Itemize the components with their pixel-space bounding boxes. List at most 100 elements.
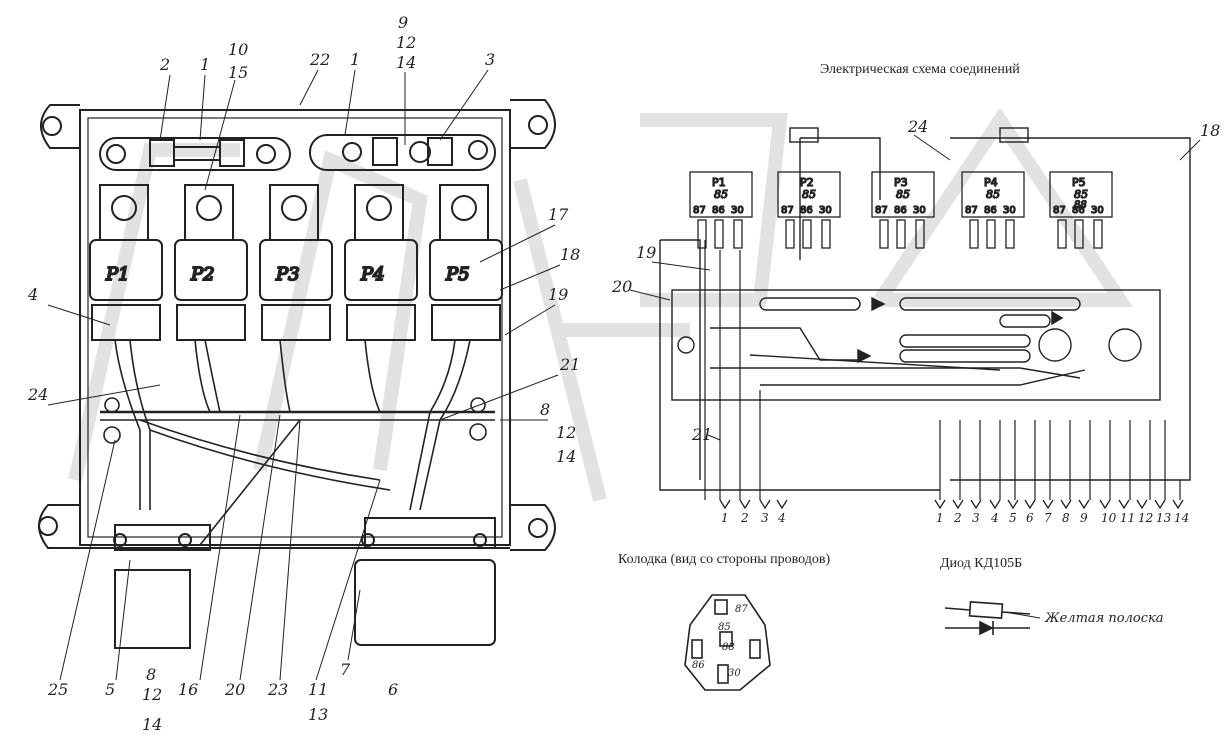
fuse-block-left bbox=[99, 137, 291, 171]
connector-pin-view bbox=[684, 594, 771, 691]
terminal-label-right: 14 bbox=[1174, 511, 1189, 525]
pin-85: 85 bbox=[1074, 188, 1088, 201]
callout-bottom: 16 bbox=[178, 680, 198, 699]
pin-87: 87 bbox=[965, 205, 978, 216]
callout-bottom: 6 bbox=[388, 680, 398, 699]
pin-85: 85 bbox=[896, 188, 910, 201]
callout-schematic: 19 bbox=[636, 243, 656, 262]
terminal-arrow bbox=[1042, 499, 1054, 510]
connector-pin-30: 30 bbox=[728, 668, 741, 679]
schematic-relay-name: P3 bbox=[894, 176, 908, 189]
relay-p3: P3 bbox=[259, 184, 333, 341]
terminal-arrow bbox=[1099, 499, 1111, 510]
diode-icon bbox=[944, 601, 1041, 636]
terminal-label-left: 4 bbox=[777, 511, 786, 525]
pin-87: 87 bbox=[693, 205, 706, 216]
pin-87: 87 bbox=[781, 205, 794, 216]
terminal-arrow bbox=[1172, 499, 1184, 510]
schematic-relay-name: P5 bbox=[1072, 176, 1086, 189]
callout-top: 3 bbox=[485, 50, 495, 69]
callout-top: 1 bbox=[200, 55, 210, 74]
terminal-arrow bbox=[1078, 499, 1090, 510]
callout-top: 10 bbox=[228, 40, 248, 59]
pin-85: 85 bbox=[802, 188, 816, 201]
connector-pin-88: 88 bbox=[722, 642, 735, 653]
callout-left: 24 bbox=[27, 385, 48, 404]
pin-86: 86 bbox=[712, 205, 725, 216]
schematic-relay-name: P1 bbox=[712, 176, 726, 189]
terminal-label-left: 2 bbox=[740, 511, 749, 525]
terminal-arrow bbox=[759, 499, 771, 510]
callout-schematic: 21 bbox=[691, 425, 712, 444]
terminal-arrow bbox=[989, 499, 1001, 510]
connector-caption: Колодка (вид со стороны проводов) bbox=[618, 552, 831, 567]
pin-30: 30 bbox=[1003, 205, 1016, 216]
terminal-label-right: 6 bbox=[1026, 511, 1034, 525]
pin-87: 87 bbox=[875, 205, 888, 216]
terminal-label-right: 13 bbox=[1156, 511, 1172, 525]
callout-top: 2 bbox=[159, 55, 170, 74]
terminal-label-right: 3 bbox=[972, 511, 980, 525]
connector-pin-85: 85 bbox=[718, 622, 731, 633]
pin-88: 88 bbox=[1074, 200, 1087, 211]
pin-85: 85 bbox=[986, 188, 1000, 201]
terminal-label-right: 2 bbox=[953, 511, 962, 525]
relays-left: P1 P2 P3 P4 P5 bbox=[89, 184, 503, 341]
callout-schematic: 24 bbox=[907, 117, 928, 136]
connector-pin-86: 86 bbox=[692, 660, 705, 671]
terminal-arrow bbox=[1136, 499, 1148, 510]
relay-p1: P1 bbox=[89, 184, 163, 341]
pin-86: 86 bbox=[1072, 205, 1085, 216]
relay-p4: P4 bbox=[344, 184, 418, 341]
pin-30: 30 bbox=[913, 205, 926, 216]
mounting-plate bbox=[38, 99, 556, 551]
relay-label: P4 bbox=[360, 264, 385, 285]
relay-label: P5 bbox=[445, 264, 470, 285]
leader-lines bbox=[47, 69, 1201, 681]
schematic-title: Электрическая схема соединений bbox=[820, 62, 1020, 77]
relay-label: P3 bbox=[275, 264, 300, 285]
terminal-arrow bbox=[952, 499, 964, 510]
callout-top: 15 bbox=[228, 63, 248, 82]
callout-top: 1 bbox=[350, 50, 360, 69]
callout-bottom: 5 bbox=[105, 680, 115, 699]
callout-bottom: 25 bbox=[47, 680, 68, 699]
callout-left: 4 bbox=[27, 285, 38, 304]
callout-bottom: 13 bbox=[308, 705, 328, 724]
callout-bottom: 20 bbox=[224, 680, 245, 699]
terminal-arrow bbox=[1060, 499, 1072, 510]
callout-bottom: 7 bbox=[340, 660, 351, 679]
terminal-label-right: 9 bbox=[1080, 511, 1088, 525]
pin-87: 87 bbox=[1053, 205, 1066, 216]
relay-label: P2 bbox=[190, 264, 215, 285]
callout-bottom: 8 bbox=[146, 665, 156, 684]
schematic-relay-name: P4 bbox=[984, 176, 998, 189]
callout-top: 9 bbox=[398, 13, 408, 32]
pin-86: 86 bbox=[800, 205, 813, 216]
relay-label: P1 bbox=[105, 264, 130, 285]
callout-bottom: 12 bbox=[142, 685, 162, 704]
terminal-label-right: 12 bbox=[1138, 511, 1153, 525]
terminal-label-right: 8 bbox=[1062, 511, 1070, 525]
terminal-label-right: 1 bbox=[936, 511, 944, 525]
callout-right: 14 bbox=[556, 447, 576, 466]
connector-left bbox=[113, 524, 211, 649]
callout-schematic: 20 bbox=[611, 277, 632, 296]
terminal-label-right: 10 bbox=[1101, 511, 1117, 525]
callout-right: 17 bbox=[548, 205, 569, 224]
pin-86: 86 bbox=[894, 205, 907, 216]
terminal-arrow bbox=[934, 499, 946, 510]
callout-right: 12 bbox=[556, 423, 576, 442]
callout-bottom: 23 bbox=[267, 680, 288, 699]
terminal-label-left: 1 bbox=[721, 511, 729, 525]
callout-right: 8 bbox=[540, 400, 550, 419]
diode-caption: Диод КД105Б bbox=[940, 556, 1023, 571]
